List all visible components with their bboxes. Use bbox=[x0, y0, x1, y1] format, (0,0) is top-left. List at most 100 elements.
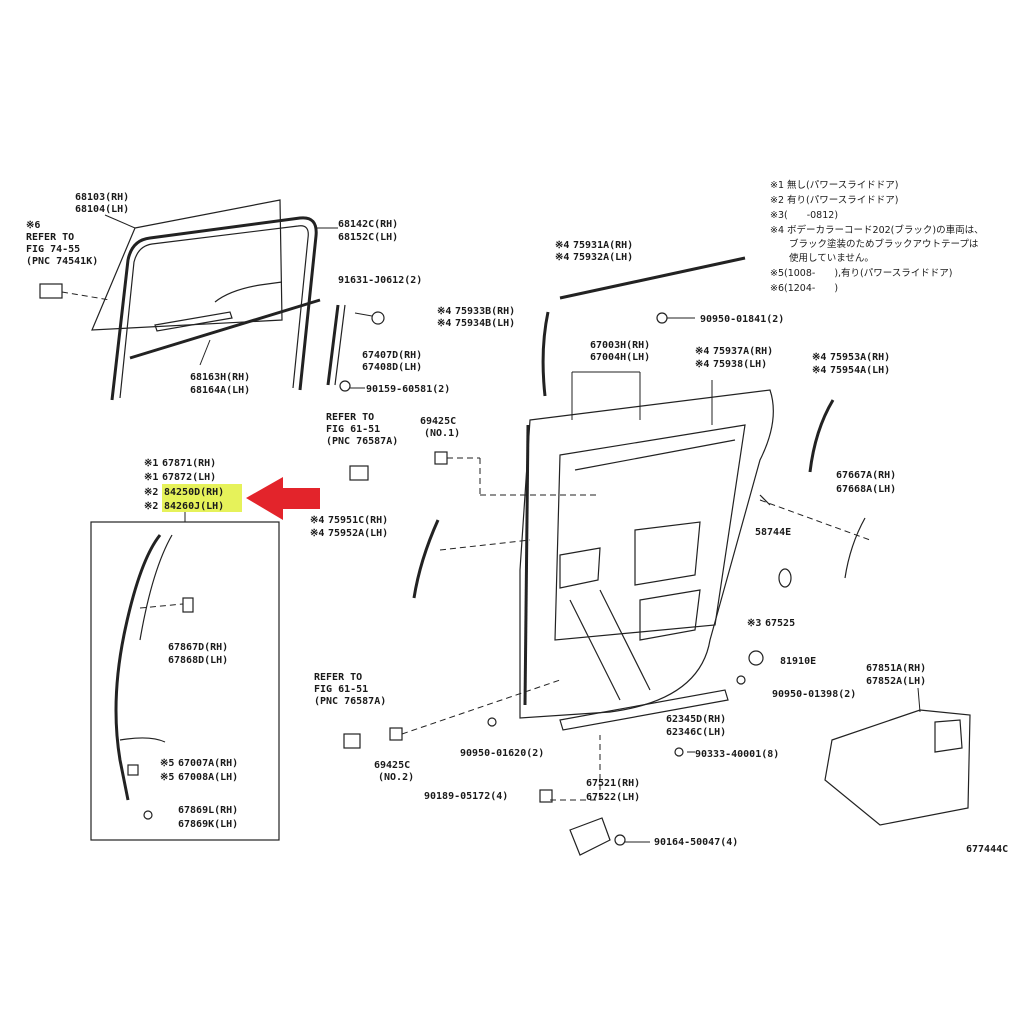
mark-4i: ※4 bbox=[310, 515, 324, 526]
cover-58744 bbox=[759, 494, 771, 506]
clip-90950-01398 bbox=[736, 675, 746, 685]
mark-4d: ※4 bbox=[437, 318, 451, 329]
clip-icon bbox=[656, 312, 668, 324]
label-75953: 75953A(RH) bbox=[830, 352, 890, 363]
label-69425-a: 69425C bbox=[420, 416, 456, 427]
label-90164: 90164-50047(4) bbox=[654, 837, 738, 848]
note-3: ※3( -0812) bbox=[770, 210, 838, 221]
label-67667: 67667A(RH) bbox=[836, 470, 896, 481]
screw-icon bbox=[339, 380, 351, 392]
mark-3: ※3 bbox=[747, 618, 761, 629]
label-67868: 67868D(LH) bbox=[168, 655, 228, 666]
mark-4f: ※4 bbox=[695, 359, 709, 370]
highlight-box bbox=[162, 484, 242, 512]
ref-tape-6 bbox=[39, 283, 63, 299]
label-67869l: 67869L(RH) bbox=[178, 805, 238, 816]
label-62346: 62346C(LH) bbox=[666, 727, 726, 738]
mark-1a: ※1 bbox=[144, 458, 158, 469]
label-84250: 84250D(RH) bbox=[164, 487, 224, 498]
door-hole-upper bbox=[634, 521, 701, 586]
moulding-75951 bbox=[412, 519, 440, 599]
figure-code: 677444C bbox=[966, 844, 1008, 855]
connector-icon bbox=[127, 764, 139, 776]
label-58744: 58744E bbox=[755, 527, 791, 538]
label-67867: 67867D(RH) bbox=[168, 642, 228, 653]
belt-moulding bbox=[129, 298, 321, 360]
door-outer-panel bbox=[519, 389, 774, 719]
bumper-69425-no1 bbox=[434, 451, 448, 465]
glass-edge bbox=[214, 281, 283, 303]
label-67851: 67851A(RH) bbox=[866, 663, 926, 674]
label-91631: 91631-J0612(2) bbox=[338, 275, 422, 286]
label-90159: 90159-60581(2) bbox=[366, 384, 450, 395]
bumper-69425-no2 bbox=[389, 727, 403, 741]
label-fig-1: FIG 74-55 bbox=[26, 244, 80, 255]
label-69425-b: 69425C bbox=[374, 760, 410, 771]
glass-run-inner bbox=[119, 225, 309, 399]
label-67525: 67525 bbox=[765, 618, 795, 629]
label-67852: 67852A(LH) bbox=[866, 676, 926, 687]
mark-4h: ※4 bbox=[812, 365, 826, 376]
mark-4e: ※4 bbox=[695, 346, 709, 357]
sliding-door-panel bbox=[519, 371, 774, 731]
label-68104: 68104(LH) bbox=[75, 204, 129, 215]
note-8: ※6(1204- ) bbox=[770, 283, 838, 294]
label-67007: 67007A(RH) bbox=[178, 758, 238, 769]
weatherstrip-inset bbox=[90, 512, 280, 841]
plug-81910 bbox=[748, 650, 764, 666]
label-90950-01620: 90950-01620(2) bbox=[460, 748, 544, 759]
service-hole-cover bbox=[824, 709, 971, 826]
label-75934: 75934B(LH) bbox=[455, 318, 515, 329]
lower-garnish bbox=[559, 689, 729, 731]
label-68164: 68164A(LH) bbox=[190, 385, 250, 396]
label-90950-01398: 90950-01398(2) bbox=[772, 689, 856, 700]
bolt-icon bbox=[371, 311, 385, 325]
label-75951: 75951C(RH) bbox=[328, 515, 388, 526]
label-67668: 67668A(LH) bbox=[836, 484, 896, 495]
bolt-90164 bbox=[614, 834, 626, 846]
division-bar-assembly bbox=[326, 304, 385, 392]
note-6: 使用していません。 bbox=[770, 252, 874, 264]
label-refer-1: REFER TO bbox=[26, 232, 74, 243]
door-hole-lower bbox=[639, 589, 701, 641]
clip-icon-2 bbox=[182, 597, 194, 613]
label-refer-3: REFER TO bbox=[314, 672, 362, 683]
label-81910: 81910E bbox=[780, 656, 816, 667]
label-fig-3: FIG 61-51 bbox=[314, 684, 368, 695]
harness bbox=[119, 737, 166, 743]
plug-67525 bbox=[778, 568, 792, 588]
mark-5a: ※5 bbox=[160, 758, 174, 769]
label-68103: 68103(RH) bbox=[75, 192, 129, 203]
door-glass bbox=[91, 199, 283, 331]
door-glass-assembly bbox=[39, 199, 338, 401]
upper-moulding-75931 bbox=[559, 256, 746, 300]
label-pnc-3: (PNC 76587A) bbox=[314, 696, 386, 707]
glass-channel bbox=[154, 311, 233, 332]
ref-pad-2 bbox=[343, 733, 361, 749]
label-84260: 84260J(LH) bbox=[164, 501, 224, 512]
label-68152: 68152C(LH) bbox=[338, 232, 398, 243]
mark-4g: ※4 bbox=[812, 352, 826, 363]
note-4: ※4 ボデーカラーコード202(ブラック)の車両は、 bbox=[770, 224, 984, 236]
label-no2: (NO.2) bbox=[378, 772, 414, 783]
label-75932: 75932A(LH) bbox=[573, 252, 633, 263]
label-67869k: 67869K(LH) bbox=[178, 819, 238, 830]
mark-5b: ※5 bbox=[160, 772, 174, 783]
door-inner-frame bbox=[554, 424, 746, 641]
label-90189: 90189-05172(4) bbox=[424, 791, 508, 802]
label-75952: 75952A(LH) bbox=[328, 528, 388, 539]
label-67003: 67003H(RH) bbox=[590, 340, 650, 351]
label-62345: 62345D(RH) bbox=[666, 714, 726, 725]
label-no1: (NO.1) bbox=[424, 428, 460, 439]
part-labels: 68103(RH) 68104(LH) ※6 REFER TO FIG 74-5… bbox=[26, 192, 1008, 855]
clip-90333 bbox=[674, 747, 684, 757]
label-fig-2: FIG 61-51 bbox=[326, 424, 380, 435]
note-5: ブラック塗装のためブラックアウトテープは bbox=[770, 238, 979, 250]
moulding-75933 bbox=[541, 311, 550, 397]
label-68142: 68142C(RH) bbox=[338, 219, 398, 230]
label-67522: 67522(LH) bbox=[586, 792, 640, 803]
label-pnc-2: (PNC 76587A) bbox=[326, 436, 398, 447]
label-refer-2: REFER TO bbox=[326, 412, 374, 423]
clip-90950-01620 bbox=[487, 717, 497, 727]
